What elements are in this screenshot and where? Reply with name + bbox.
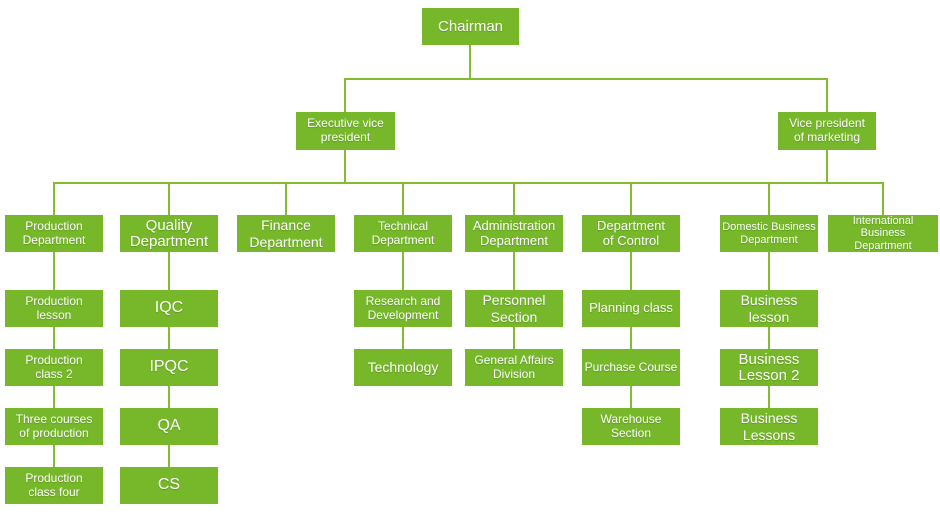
node-cs: CS bbox=[120, 467, 218, 504]
department-column-connectors bbox=[53, 252, 770, 467]
node-production-class-four: Production class four bbox=[5, 467, 103, 504]
node-vice-president-of-marketing: Vice president of marketing bbox=[778, 112, 876, 150]
node-technical-department: Technical Department bbox=[354, 215, 452, 252]
node-quality-department: Quality Department bbox=[120, 215, 218, 252]
node-personnel-section: Personnel Section bbox=[465, 290, 563, 327]
node-production-lesson: Production lesson bbox=[5, 290, 103, 327]
node-warehouse-section: Warehouse Section bbox=[582, 408, 680, 445]
node-business-lesson-2: Business Lesson 2 bbox=[720, 349, 818, 386]
node-finance-department: Finance Department bbox=[237, 215, 335, 252]
node-planning-class: Planning class bbox=[582, 290, 680, 327]
node-administration-department: Administration Department bbox=[465, 215, 563, 252]
node-general-affairs-division: General Affairs Division bbox=[465, 349, 563, 386]
node-business-lesson: Business lesson bbox=[720, 290, 818, 327]
chairman-to-vps-connectors bbox=[344, 45, 828, 112]
node-domestic-business-department: Domestic Business Department bbox=[720, 215, 818, 252]
node-department-of-control: Department of Control bbox=[582, 215, 680, 252]
node-three-courses-of-production: Three courses of production bbox=[5, 408, 103, 445]
vps-to-departments-connectors bbox=[53, 150, 884, 215]
node-qa: QA bbox=[120, 408, 218, 445]
node-iqc: IQC bbox=[120, 290, 218, 327]
node-production-department: Production Department bbox=[5, 215, 103, 252]
node-executive-vice-president: Executive vice president bbox=[296, 112, 395, 150]
node-business-lessons: Business Lessons bbox=[720, 408, 818, 445]
node-research-and-development: Research and Development bbox=[354, 290, 452, 327]
node-production-class-2: Production class 2 bbox=[5, 349, 103, 386]
node-international-business-department: International Business Department bbox=[828, 215, 938, 252]
node-purchase-course: Purchase Course bbox=[582, 349, 680, 386]
node-ipqc: IPQC bbox=[120, 349, 218, 386]
node-chairman: Chairman bbox=[422, 8, 519, 45]
node-technology: Technology bbox=[354, 349, 452, 386]
